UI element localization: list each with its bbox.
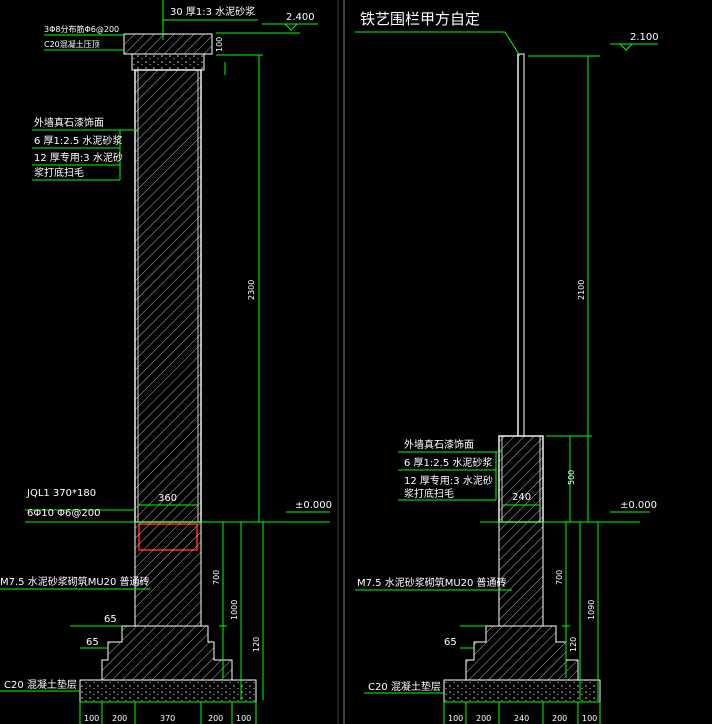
right-bottom-dim-1: 100 [448, 714, 463, 723]
right-step-1: 65 [444, 637, 457, 648]
right-bottom-dim-3: 240 [514, 714, 529, 723]
left-dim-120: 120 [252, 637, 261, 652]
masonry-pier [134, 69, 202, 523]
left-step-2: 65 [86, 637, 99, 648]
right-top-level: 2.100 [630, 32, 659, 43]
right-fence-height-dim: 2100 [577, 280, 586, 300]
left-finish-3: 12 厚专用:3 水泥砂 [34, 151, 123, 164]
left-bottom-dim-3: 370 [160, 714, 175, 723]
left-annotation-lines [0, 0, 330, 724]
left-top-level: 2.400 [286, 12, 315, 23]
cap-rebar-label: 3Φ8分布筋Φ6@200 [44, 24, 119, 34]
left-bottom-dim-1: 100 [84, 714, 99, 723]
left-bottom-dim-5: 100 [236, 714, 251, 723]
left-masonry-label: M7.5 水泥砂浆砌筑MU20 普通砖 [0, 575, 150, 588]
right-labels: 铁艺围栏甲方自定 2.100 2100 外墙真石漆饰面 6 厚1:2.5 水泥砂… [357, 10, 659, 723]
fence-title: 铁艺围栏甲方自定 [360, 10, 480, 28]
left-bottom-dim-4: 200 [208, 714, 223, 723]
beam-name-label: JQL1 370*180 [26, 488, 96, 499]
left-wall-detail [79, 33, 257, 703]
right-concrete-pad [443, 679, 601, 703]
beam-rebar-label: 6Φ10 Φ6@200 [27, 508, 100, 519]
right-dim-120: 120 [569, 637, 578, 652]
left-dim-1000: 1000 [230, 600, 239, 620]
right-ground-level: ±0.000 [620, 500, 657, 511]
left-finish-4: 浆打底扫毛 [34, 166, 84, 179]
cap-bed [131, 53, 205, 71]
right-finish-2: 6 厚1:2.5 水泥砂浆 [404, 456, 492, 469]
coping-cap [123, 33, 213, 55]
right-annotation-lines [355, 31, 658, 724]
right-bottom-dim-5: 100 [582, 714, 597, 723]
left-ground-level: ±0.000 [295, 500, 332, 511]
right-bottom-dim-4: 200 [552, 714, 567, 723]
right-masonry-label: M7.5 水泥砂浆砌筑MU20 普通砖 [357, 576, 507, 589]
cap-concrete-label: C20混凝土压顶 [44, 39, 100, 49]
right-foundation-label: C20 混凝土垫层 [368, 680, 441, 693]
left-wall-width: 360 [158, 493, 177, 504]
cap-mortar-label: 30 厚1:3 水泥砂浆 [170, 5, 255, 18]
right-finish-4: 浆打底扫毛 [404, 487, 454, 500]
left-finish-1: 外墙真石漆饰面 [34, 116, 104, 129]
fence-post [517, 53, 525, 437]
right-base-height-dim: 500 [567, 470, 576, 485]
left-height-dim: 2300 [247, 280, 256, 300]
left-step-1: 65 [104, 614, 117, 625]
left-finish-2: 6 厚1:2.5 水泥砂浆 [34, 134, 122, 147]
stepped-footing [101, 625, 233, 681]
right-wall-width: 240 [512, 492, 531, 503]
right-finish-3: 12 厚专用:3 水泥砂 [404, 474, 493, 487]
right-dim-1090: 1090 [587, 600, 596, 620]
right-finish-1: 外墙真石漆饰面 [404, 438, 474, 451]
right-below-grade-wall [498, 521, 544, 627]
right-dim-700: 700 [555, 570, 564, 585]
below-grade-wall [134, 521, 202, 627]
left-dim-700: 700 [212, 570, 221, 585]
concrete-pad [79, 679, 257, 703]
right-wall-detail [443, 53, 601, 703]
left-foundation-label: C20 混凝土垫层 [4, 678, 77, 691]
left-labels: 30 厚1:3 水泥砂浆 3Φ8分布筋Φ6@200 C20混凝土压顶 100 2… [0, 5, 332, 723]
base-pier [498, 435, 544, 523]
right-stepped-footing [465, 625, 579, 681]
right-bottom-dim-2: 200 [476, 714, 491, 723]
cap-thickness-dim: 100 [215, 37, 224, 52]
left-bottom-dim-2: 200 [112, 714, 127, 723]
